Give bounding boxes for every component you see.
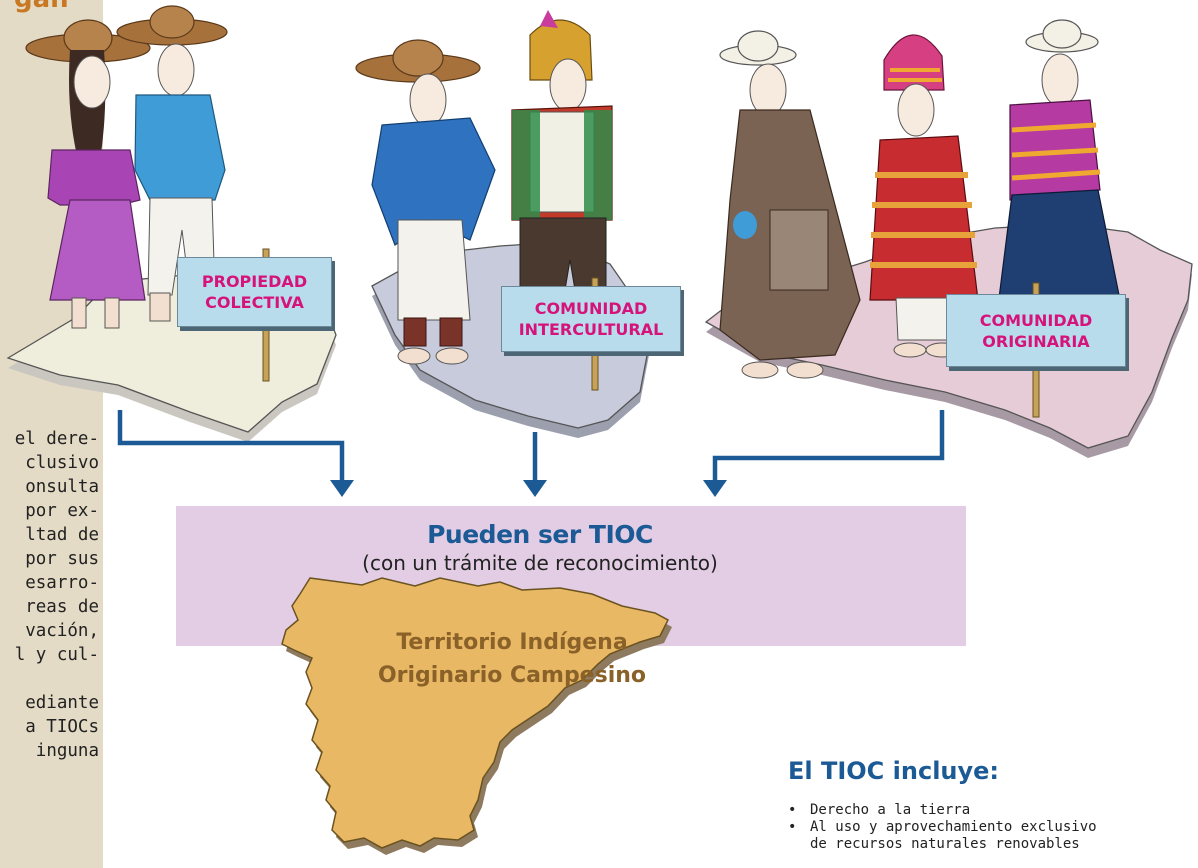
sign-line: COLECTIVA xyxy=(205,293,304,312)
sign-comunidad-intercultural: COMUNIDAD INTERCULTURAL xyxy=(501,286,681,352)
down-arrow-icon xyxy=(703,480,727,497)
person-poncho-icon xyxy=(719,19,1126,379)
down-arrow-icon xyxy=(523,480,547,497)
includes-title: El TIOC incluye: xyxy=(788,757,1000,785)
sidebar-text: el dere- clusivo onsulta por ex- ltad de… xyxy=(0,427,99,763)
sign-line: INTERCULTURAL xyxy=(518,320,664,339)
list-item-text: Derecho a la tierra xyxy=(810,802,971,818)
tioc-subtitle: (con un trámite de reconocimiento) xyxy=(362,551,718,575)
sidebar-line: por ex- xyxy=(25,501,99,521)
list-item-text: Al uso y aprovechamiento exclusivo xyxy=(810,819,1097,835)
sidebar-line: ediante xyxy=(25,693,99,713)
sign-line: COMUNIDAD xyxy=(534,299,648,318)
list-item: •Al uso y aprovechamiento exclusivo xyxy=(788,819,1097,835)
sign-propiedad-colectiva: PROPIEDAD COLECTIVA xyxy=(177,257,332,327)
sidebar-line: onsulta xyxy=(25,477,99,497)
sidebar-line: el dere- xyxy=(14,429,99,449)
sign-line: PROPIEDAD xyxy=(201,272,308,291)
sidebar-heading: gan xyxy=(14,0,69,14)
territory-line: Originario Campesino xyxy=(377,663,647,688)
sidebar-line: esarro- xyxy=(25,573,99,593)
arrow-left-path xyxy=(117,410,345,482)
sidebar-line: ltad de xyxy=(25,525,99,545)
sidebar-line: reas de xyxy=(25,597,99,617)
sidebar-line: l y cul- xyxy=(14,645,99,665)
sidebar-line: clusivo xyxy=(25,453,99,473)
sidebar-line: inguna xyxy=(35,741,99,761)
person-straw-hat-icon xyxy=(25,5,228,329)
sign-line: COMUNIDAD xyxy=(979,310,1093,330)
sidebar-line: vación, xyxy=(25,621,99,641)
list-item: •Derecho a la tierra xyxy=(788,802,971,818)
includes-list: •Derecho a la tierra •Al uso y aprovecha… xyxy=(784,802,1097,853)
sidebar-line: por sus xyxy=(25,549,99,569)
arrow-right-path xyxy=(712,410,945,482)
territory-line: Territorio Indígena xyxy=(396,630,628,655)
sign-comunidad-originaria: COMUNIDAD ORIGINARIA xyxy=(946,294,1126,367)
sidebar-line: a TIOCs xyxy=(25,717,99,737)
flow-arrows xyxy=(117,410,945,482)
list-item: de recursos naturales renovables xyxy=(784,836,1097,853)
sign-line: ORIGINARIA xyxy=(982,331,1090,351)
down-arrow-icon xyxy=(330,480,354,497)
list-item-text: de recursos naturales renovables xyxy=(810,836,1080,852)
tioc-title: Pueden ser TIOC xyxy=(427,520,653,549)
territory-label: Territorio Indígena Originario Campesino xyxy=(362,626,662,692)
